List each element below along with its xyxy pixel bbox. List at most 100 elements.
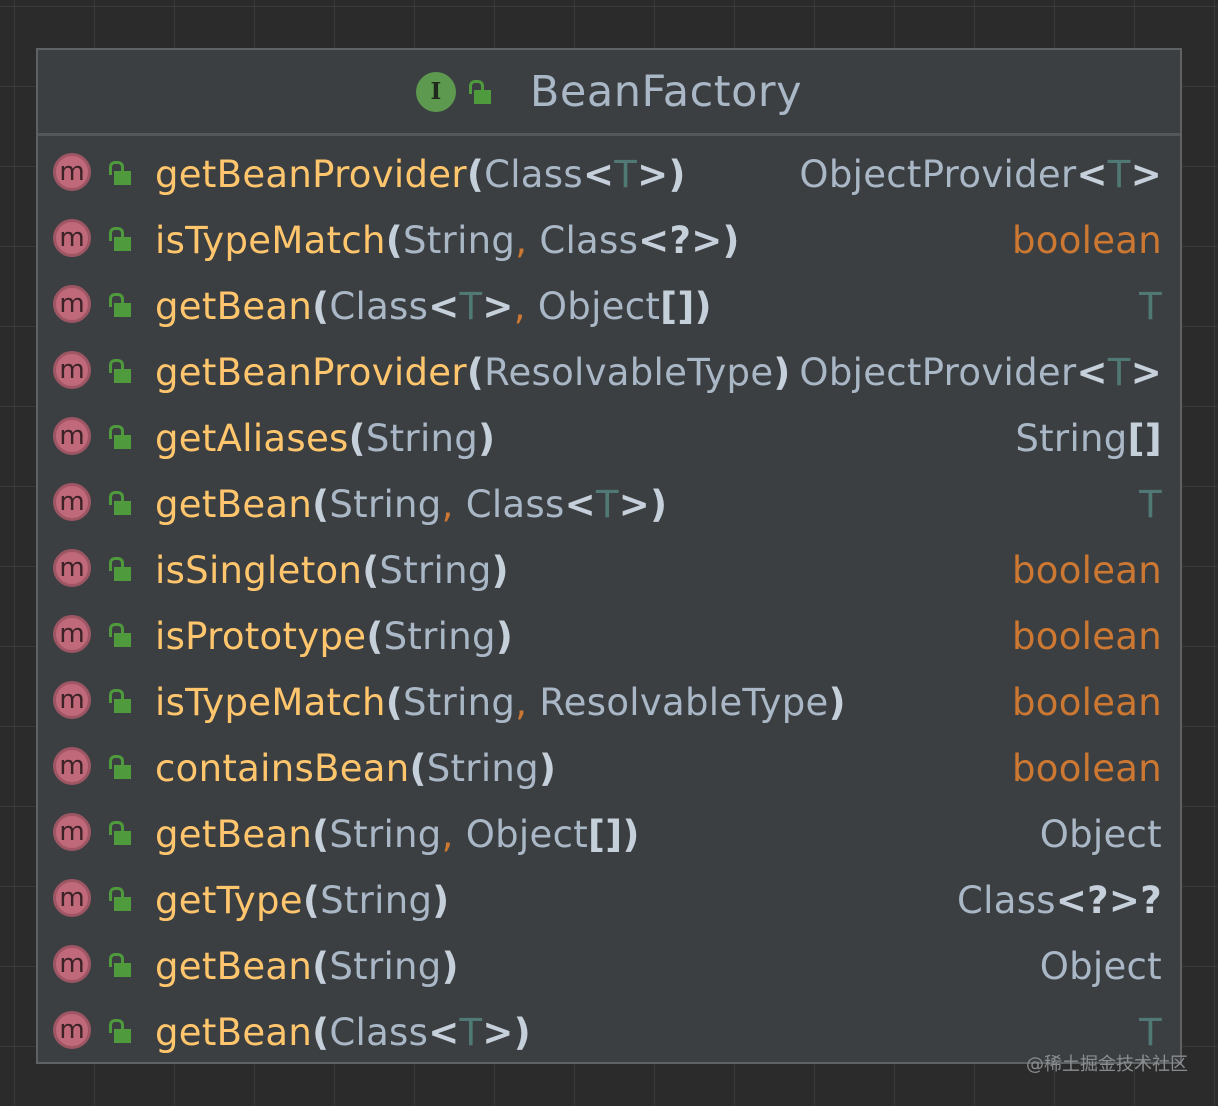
- method-icon: m: [53, 879, 91, 917]
- method-name: getBean: [155, 944, 313, 988]
- param-type-part: String: [329, 944, 442, 988]
- param-type-part: T: [614, 152, 638, 196]
- method-icon: m: [53, 153, 91, 191]
- param-separator: ,: [441, 482, 466, 526]
- return-type: T: [1139, 273, 1162, 339]
- return-type: Object: [1040, 801, 1162, 867]
- public-lock-icon: [108, 622, 134, 648]
- return-type-part: Object: [1039, 812, 1162, 856]
- method-name: getBean: [155, 1010, 313, 1054]
- watermark: @稀土掘金技术社区: [1026, 1054, 1188, 1075]
- method-signature: containsBean(String): [155, 735, 556, 801]
- return-type-part: boolean: [1011, 746, 1162, 790]
- public-lock-icon: [108, 820, 134, 846]
- paren-open: (: [385, 680, 403, 724]
- param-type-part: Class: [484, 152, 583, 196]
- method-signature: isTypeMatch(String, Class<?>): [155, 207, 740, 273]
- method-signature: getBeanProvider(Class<T>): [155, 141, 686, 207]
- paren-open: (: [348, 416, 366, 460]
- paren-close: ): [441, 944, 459, 988]
- paren-close: ): [650, 482, 668, 526]
- param-type-part: Object: [465, 812, 589, 856]
- return-type: boolean: [1012, 669, 1162, 735]
- param-type-part: String: [379, 548, 492, 592]
- return-type: ObjectProvider<T>: [799, 339, 1162, 405]
- paren-close: ): [722, 218, 740, 262]
- method-icon: m: [53, 219, 91, 257]
- param-type-part: String: [402, 218, 516, 262]
- param-type-part: <: [582, 152, 615, 196]
- public-lock-icon: [108, 952, 134, 978]
- return-type: Class<?>?: [957, 867, 1162, 933]
- paren-close: ): [538, 746, 557, 790]
- paren-close: ): [432, 878, 450, 922]
- method-icon: m: [53, 483, 91, 521]
- interface-icon: I: [415, 71, 456, 112]
- param-type-part: >: [482, 284, 514, 328]
- return-type: Object: [1040, 933, 1162, 999]
- param-type-part: String: [426, 746, 539, 790]
- param-type-part: ResolvableType: [484, 350, 774, 394]
- param-type-part: String: [320, 878, 433, 922]
- public-lock-icon: [108, 688, 134, 714]
- method-row[interactable]: m containsBean(String) boolean: [38, 735, 1180, 801]
- paren-open: (: [466, 152, 485, 196]
- return-type: T: [1139, 471, 1162, 537]
- return-type-part: T: [1107, 350, 1131, 394]
- public-lock-icon: [108, 490, 134, 516]
- paren-close: ): [491, 548, 509, 592]
- paren-close: ): [513, 1010, 531, 1054]
- param-type-part: Class: [329, 284, 429, 328]
- return-type: ObjectProvider<T>: [799, 141, 1162, 207]
- method-name: getAliases: [155, 416, 349, 460]
- param-type-part: T: [459, 284, 483, 328]
- return-type: String[]: [1015, 405, 1162, 471]
- param-type-part: String: [402, 680, 516, 724]
- method-signature: getBean(Class<T>): [155, 999, 531, 1065]
- param-type-part: []: [660, 284, 695, 328]
- method-icon: m: [53, 945, 91, 983]
- public-lock-icon: [108, 556, 134, 582]
- return-type-part: >: [1130, 152, 1162, 196]
- param-type-part: T: [595, 482, 619, 526]
- method-name: getBean: [155, 482, 313, 526]
- param-type-part: >: [618, 482, 651, 526]
- method-signature: getBean(Class<T>, Object[]): [155, 273, 712, 339]
- public-lock-icon: [108, 1018, 134, 1044]
- param-type-part: String: [329, 812, 442, 856]
- method-row[interactable]: m getBean(String) Object: [38, 933, 1180, 999]
- param-type-part: >: [482, 1010, 514, 1054]
- method-name: isSingleton: [155, 548, 363, 592]
- param-type-part: <: [428, 284, 460, 328]
- paren-open: (: [312, 812, 330, 856]
- method-icon: m: [53, 747, 91, 785]
- return-type-part: String: [1015, 416, 1128, 460]
- param-type-part: ResolvableType: [539, 680, 829, 724]
- param-type-part: String: [365, 416, 479, 460]
- method-signature: isPrototype(String): [155, 603, 513, 669]
- paren-close: ): [694, 284, 712, 328]
- public-lock-icon: [108, 424, 134, 450]
- param-type-part: T: [459, 1010, 483, 1054]
- return-type-part: T: [1139, 1010, 1162, 1054]
- param-type-part: <?>: [638, 218, 723, 262]
- method-row[interactable]: m getBeanProvider(Class<T>) ObjectProvider…: [38, 141, 1180, 207]
- paren-close: ): [478, 416, 496, 460]
- return-type-part: boolean: [1011, 680, 1162, 724]
- paren-open: (: [312, 944, 330, 988]
- paren-close: ): [668, 152, 686, 196]
- return-type: T: [1139, 999, 1162, 1065]
- return-type-part: ObjectProvider: [799, 152, 1077, 196]
